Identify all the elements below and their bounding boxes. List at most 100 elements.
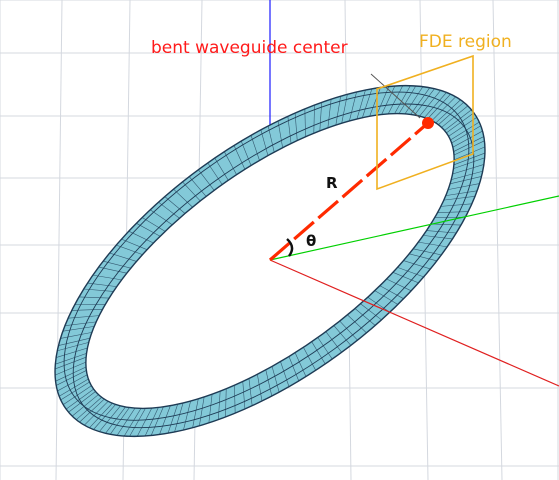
ring-segment-line: [174, 402, 184, 433]
ring-segment-line: [427, 94, 451, 119]
ring-segment-line: [354, 308, 376, 326]
y-axis: [269, 195, 559, 261]
ring-segment-line: [167, 404, 178, 434]
fde-region-box[interactable]: [376, 54, 474, 191]
ring-inner-wall-edge: [72, 103, 475, 429]
ring-segment-line: [445, 190, 478, 196]
ring-segment-line: [79, 296, 110, 299]
ring-segment-line: [426, 230, 457, 234]
ring-segment-line: [55, 366, 87, 382]
ring-segment-line: [123, 408, 142, 437]
ring-segment-line: [56, 347, 88, 358]
ring-segment-line: [379, 285, 404, 299]
ring-segment-line: [435, 99, 461, 124]
ring-segment-line: [431, 96, 456, 121]
ring-segment-line: [208, 394, 213, 423]
ring-segment-line: [93, 404, 116, 430]
ring-segment-line: [392, 272, 419, 284]
ring-segment-line: [325, 331, 342, 353]
ring-segment-line: [367, 297, 390, 313]
ring-segment-line: [129, 408, 146, 437]
fde-region-label: FDE region: [419, 32, 512, 52]
ring-segment-line: [57, 342, 89, 352]
ring-segment-line: [56, 370, 87, 386]
ring-segment-line: [423, 235, 453, 240]
ring-segment-line: [64, 321, 97, 326]
ring-segment-line: [443, 196, 476, 201]
ring-segment-line: [183, 400, 191, 431]
ring-segment-line: [381, 85, 396, 115]
ring-segment-line: [362, 88, 373, 118]
ring-top-surface-edge: [63, 91, 470, 421]
ring-segment-line: [57, 374, 88, 392]
ring-segment-line: [68, 391, 96, 413]
ring-segment-line: [159, 405, 171, 435]
bent-center-label: bent waveguide center: [151, 38, 348, 58]
ring-segment-line: [451, 125, 481, 144]
ring-segment-line: [68, 315, 100, 319]
ring-segment-line: [397, 267, 424, 278]
ring-segment-line: [347, 314, 367, 334]
ring-segment-line: [199, 396, 205, 426]
ring-segment-line: [409, 253, 437, 262]
ring-segment-line: [192, 398, 199, 428]
ring-segment-line: [452, 164, 484, 175]
ring-segment-line: [452, 130, 483, 148]
ring-segment-line: [54, 356, 87, 370]
ring-segment-line: [453, 157, 485, 169]
ring-segment-line: [55, 353, 87, 365]
ring-segment-line: [59, 378, 89, 397]
ring-segment-line: [387, 85, 404, 115]
ring-segment-line: [225, 388, 227, 417]
center-label-leader: [370, 73, 421, 119]
ring-segment-line: [60, 381, 90, 401]
ring-segment-line: [65, 388, 94, 410]
ring-segment-line: [79, 398, 105, 423]
ring-segment-line: [317, 337, 333, 360]
ring-segment-line: [257, 374, 263, 402]
ring-segment-line: [410, 87, 430, 115]
ring-segment-line: [403, 260, 431, 270]
ring-segment-line: [414, 88, 435, 116]
ring-segment-line: [394, 85, 411, 114]
ring-segment-line: [453, 152, 486, 166]
radius-label: R: [326, 174, 338, 192]
ring-segment-line: [369, 87, 381, 117]
ring-segment-line: [333, 325, 352, 346]
ring-segment-line: [450, 121, 480, 141]
angle-arc: [286, 238, 294, 257]
ring-segment-line: [356, 89, 366, 120]
ring-segment-line: [271, 366, 280, 393]
ring-segment-line: [413, 248, 442, 256]
ring-segment-line: [418, 241, 448, 248]
ring-segment-line: [376, 86, 390, 116]
ring-segment-line: [76, 397, 102, 420]
ring-segment-line: [280, 361, 290, 387]
ring-segment-line: [430, 223, 461, 226]
ring-segment-line: [150, 406, 164, 436]
x-axis: [269, 259, 559, 387]
ring-segment-line: [398, 85, 417, 114]
ring-segment-line: [437, 211, 469, 214]
ring-segment-line: [339, 320, 358, 341]
ring-segment-line: [234, 385, 236, 414]
ring-segment-line: [440, 203, 472, 207]
ring-segment-line: [265, 369, 273, 397]
ring-segment-line: [248, 378, 253, 406]
ring-segment-line: [360, 303, 382, 321]
ring-segment-line: [288, 356, 300, 382]
ring-segment-line: [242, 381, 246, 410]
ring-segment-line: [448, 117, 477, 137]
ring-segment-line: [294, 352, 307, 377]
ring-segment-line: [105, 406, 126, 434]
ring-inner-opening: [85, 112, 455, 410]
radius-line: [268, 121, 430, 262]
ring-segment-line: [99, 405, 121, 432]
ring-segment-line: [374, 290, 399, 305]
angle-label: θ: [306, 232, 316, 250]
ring-segment-line: [438, 102, 464, 125]
ring-segment-line: [54, 361, 86, 376]
bent-waveguide-center-point[interactable]: [422, 117, 434, 129]
ring-segment-line: [60, 332, 93, 339]
